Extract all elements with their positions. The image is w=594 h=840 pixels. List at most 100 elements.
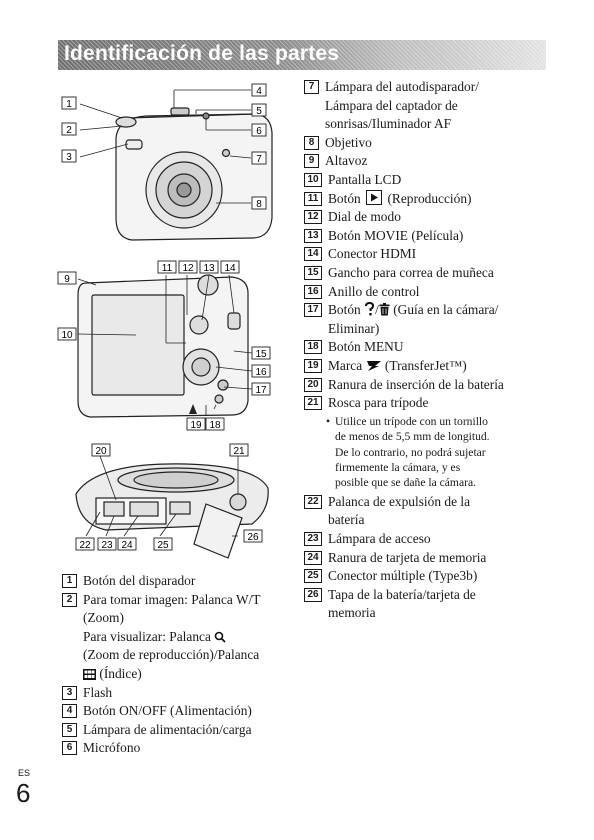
list-item: 25 Conector múltiple (Type3b) <box>304 567 554 586</box>
parts-list-right: 7 Lámpara del autodisparador/ Lámpara de… <box>304 78 554 623</box>
item-text: Micrófono <box>83 740 141 756</box>
list-item: 11 Botón (Reproducción) <box>304 189 554 209</box>
item-number: 3 <box>62 685 77 700</box>
fig-label: 26 <box>247 532 259 543</box>
list-item: 13 Botón MOVIE (Película) <box>304 227 554 246</box>
item-number: 21 <box>304 396 322 411</box>
list-item: 14 Conector HDMI <box>304 245 554 264</box>
item-text: Dial de modo <box>328 209 401 225</box>
fig-label: 19 <box>190 420 202 431</box>
bullet-icon: • <box>326 414 331 428</box>
fig-label: 22 <box>79 540 91 551</box>
list-item: 3 Flash <box>62 684 298 703</box>
list-item: 20 Ranura de inserción de la batería <box>304 376 554 395</box>
item-text: Rosca para trípode <box>328 395 429 411</box>
item-number: 1 <box>62 574 77 588</box>
item-text: Ranura de inserción de la batería <box>328 376 504 392</box>
fig-label: 16 <box>255 367 267 378</box>
page-number: 6 <box>16 778 31 808</box>
item-number: 25 <box>304 569 322 584</box>
item-text: (Zoom de reproducción)/Palanca <box>83 647 260 663</box>
list-item: 1 Botón del disparador <box>62 572 298 591</box>
section-banner: Identificación de las partes <box>58 40 546 70</box>
item-text: (Reproducción) <box>387 190 472 206</box>
fig-label: 5 <box>256 106 262 117</box>
index-grid-icon <box>83 668 96 680</box>
note-text: De lo contrario, no podrá sujetar <box>335 445 486 459</box>
fig-label: 13 <box>203 263 215 274</box>
item-number: 24 <box>304 550 322 565</box>
list-item: 9 Altavoz <box>304 152 554 171</box>
fig-label: 25 <box>157 540 169 551</box>
item-text: Botón ON/OFF (Alimentación) <box>83 703 252 719</box>
list-item: 6 Micrófono <box>62 739 298 758</box>
item-number: 13 <box>304 228 322 243</box>
item-text: Botón MENU <box>328 339 404 355</box>
item-number: 12 <box>304 210 322 225</box>
item-text: Objetivo <box>325 134 372 150</box>
item-text: Palanca de expulsión de la <box>328 493 471 509</box>
fig-label: 4 <box>256 86 262 97</box>
item-text: Botón del disparador <box>83 573 196 588</box>
item-number: 15 <box>304 265 322 280</box>
list-item: 5 Lámpara de alimentación/carga <box>62 721 298 740</box>
tripod-note: •Utilice un trípode con un tornillo de m… <box>326 414 554 491</box>
item-number: 14 <box>304 247 322 262</box>
camera-front-illustration: 1 2 3 4 5 6 7 8 <box>61 83 273 241</box>
list-item: 18 Botón MENU <box>304 338 554 357</box>
item-text: Altavoz <box>325 153 368 169</box>
list-item: 16 Anillo de control <box>304 283 554 302</box>
item-text: Botón MOVIE (Película) <box>328 227 464 243</box>
fig-label: 11 <box>162 263 173 274</box>
camera-bottom-illustration: 20 21 22 23 24 25 26 <box>75 443 269 559</box>
list-item: 15 Gancho para correa de muñeca <box>304 264 554 283</box>
item-text: (Índice) <box>99 665 142 681</box>
item-number: 17 <box>304 303 322 318</box>
item-number: 19 <box>304 358 322 373</box>
fig-label: 10 <box>61 330 73 341</box>
list-item: 22 Palanca de expulsión de la batería <box>304 493 554 530</box>
item-number: 8 <box>304 135 319 150</box>
item-text: Lámpara de acceso <box>328 530 431 546</box>
fig-label: 15 <box>255 349 267 360</box>
item-text: Lámpara del autodisparador/ <box>325 79 479 94</box>
list-item: 19 Marca (TransferJet™) <box>304 357 554 376</box>
item-number: 6 <box>62 741 77 756</box>
language-tag: ES <box>18 768 31 778</box>
help-guide-icon <box>365 302 375 316</box>
item-text: Botón <box>328 190 361 206</box>
item-text: Lámpara de alimentación/carga <box>83 721 252 737</box>
fig-label: 14 <box>224 263 236 274</box>
camera-back-illustration: 9 10 11 12 13 14 15 16 17 19 18 <box>57 260 271 431</box>
item-text: Botón <box>328 302 361 318</box>
fig-label: 18 <box>209 420 221 431</box>
item-text: Para visualizar: Palanca <box>83 628 211 644</box>
item-text: Conector HDMI <box>328 246 417 262</box>
item-text: Conector múltiple (Type3b) <box>328 568 478 584</box>
fig-label: 8 <box>256 199 262 210</box>
list-item: 10 Pantalla LCD <box>304 171 554 190</box>
item-number: 7 <box>304 80 319 94</box>
list-item: 2 Para tomar imagen: Palanca W/T (Zoom) … <box>62 591 298 684</box>
item-text: sonrisas/Iluminador AF <box>325 116 452 132</box>
item-number: 2 <box>62 592 77 607</box>
item-text: memoria <box>328 605 376 621</box>
item-number: 23 <box>304 531 322 546</box>
item-text: Gancho para correa de muñeca <box>328 264 494 280</box>
fig-label: 23 <box>101 540 113 551</box>
list-item: 26 Tapa de la batería/tarjeta de memoria <box>304 586 554 623</box>
item-number: 5 <box>62 722 77 737</box>
item-number: 10 <box>304 172 322 187</box>
fig-label: 6 <box>256 126 262 137</box>
note-text: posible que se dañe la cámara. <box>335 476 476 490</box>
fig-label: 17 <box>255 385 267 396</box>
item-text: Ranura de tarjeta de memoria <box>328 549 487 565</box>
item-number: 18 <box>304 340 322 355</box>
item-number: 11 <box>304 191 322 206</box>
item-number: 9 <box>304 154 319 169</box>
item-number: 26 <box>304 587 322 602</box>
fig-label: 20 <box>95 446 107 457</box>
item-text: (Zoom) <box>83 610 124 626</box>
trash-delete-icon <box>379 303 390 316</box>
item-number: 22 <box>304 494 322 509</box>
